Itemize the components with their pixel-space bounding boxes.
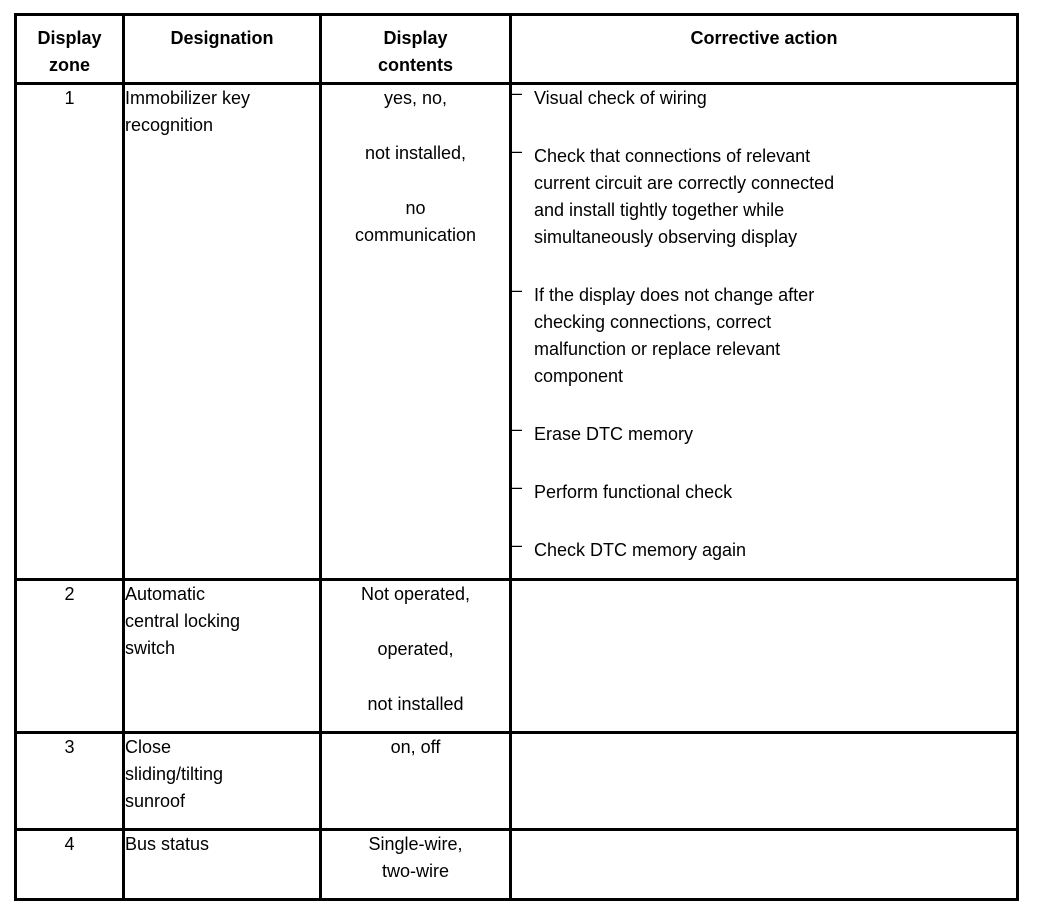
- designation: Close sliding/tilting sunroof: [122, 731, 322, 831]
- display-contents-item: on, off: [390, 737, 441, 757]
- display-contents-item: no communication: [354, 198, 477, 245]
- zone-number: 3: [14, 731, 125, 831]
- dash-bullet-icon: –: [512, 477, 523, 497]
- display-contents-cell: yes, no, not installed, no communication: [319, 82, 512, 581]
- corrective-action-text: Erase DTC memory: [534, 424, 694, 444]
- table-header-row: Display zone Designation Display content…: [14, 13, 1019, 85]
- designation: Automatic central locking switch: [122, 578, 322, 734]
- corrective-action-text: Visual check of wiring: [534, 88, 707, 108]
- display-contents-item: yes, no,: [383, 88, 448, 108]
- corrective-action-cell: [509, 578, 1019, 734]
- table-row-zone-4: 4 Bus status Single-wire, two-wire: [14, 828, 1019, 901]
- zone-number: 4: [14, 828, 125, 901]
- header-display-zone: Display zone: [14, 13, 125, 85]
- display-contents-item: operated,: [377, 639, 454, 659]
- corrective-action-cell: [509, 731, 1019, 831]
- corrective-action-text: If the display does not change after che…: [534, 285, 815, 386]
- dash-bullet-icon: –: [512, 141, 523, 161]
- display-contents-item: Single-wire, two-wire: [368, 834, 463, 881]
- corrective-action-item: – Check that connections of relevant cur…: [514, 141, 1015, 251]
- corrective-action-text: Check DTC memory again: [534, 540, 747, 560]
- corrective-action-item: – Perform functional check: [514, 477, 1015, 506]
- header-designation: Designation: [122, 13, 322, 85]
- dash-bullet-icon: –: [512, 535, 523, 555]
- corrective-action-cell: [509, 828, 1019, 901]
- dash-bullet-icon: –: [512, 280, 523, 300]
- display-contents-item: Not operated,: [360, 584, 471, 604]
- corrective-action-text: Check that connections of relevant curre…: [534, 146, 835, 247]
- display-contents-cell: Single-wire, two-wire: [319, 828, 512, 901]
- corrective-action-item: – Visual check of wiring: [512, 83, 1015, 113]
- dash-bullet-icon: –: [512, 83, 523, 104]
- display-contents-item: not installed,: [364, 143, 467, 163]
- corrective-action-item: – Erase DTC memory: [514, 419, 1015, 448]
- designation: Bus status: [122, 828, 322, 901]
- display-contents-item: not installed: [367, 694, 464, 714]
- corrective-action-text: Perform functional check: [534, 482, 733, 502]
- header-display-contents: Display contents: [319, 13, 512, 85]
- zone-number: 1: [14, 82, 125, 581]
- designation: Immobilizer key recognition: [122, 82, 322, 581]
- header-corrective-action: Corrective action: [509, 13, 1019, 85]
- table-row-zone-2: 2 Automatic central locking switch Not o…: [14, 578, 1019, 734]
- table-row-zone-1: 1 Immobilizer key recognition yes, no, n…: [14, 82, 1019, 581]
- corrective-action-cell: – Visual check of wiring – Check that co…: [509, 82, 1019, 581]
- dash-bullet-icon: –: [512, 419, 523, 439]
- corrective-action-item: – Check DTC memory again: [514, 535, 1015, 564]
- corrective-action-item: – If the display does not change after c…: [514, 280, 1015, 390]
- table-row-zone-3: 3 Close sliding/tilting sunroof on, off: [14, 731, 1019, 831]
- diagnostic-table: Display zone Designation Display content…: [14, 13, 1019, 901]
- zone-number: 2: [14, 578, 125, 734]
- display-contents-cell: on, off: [319, 731, 512, 831]
- display-contents-cell: Not operated, operated, not installed: [319, 578, 512, 734]
